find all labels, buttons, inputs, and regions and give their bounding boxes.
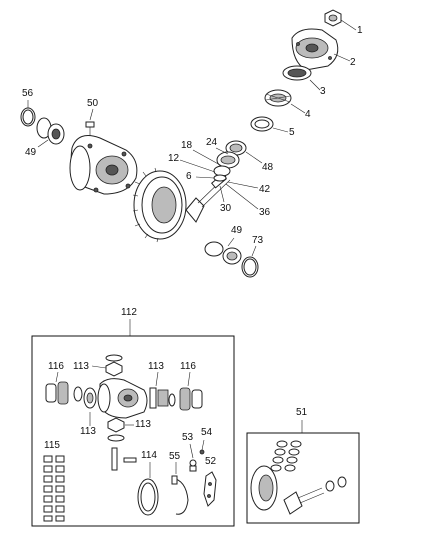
callout-56: 56: [22, 88, 34, 99]
part-4-bearing[interactable]: [264, 89, 292, 107]
callout-5: 5: [289, 127, 295, 138]
part-49-bearing-left[interactable]: [36, 117, 65, 145]
part-24-bearing[interactable]: [216, 151, 240, 169]
callout-113-left: 113: [80, 426, 96, 437]
kit-51-pinion[interactable]: [283, 476, 347, 515]
callout-112: 112: [121, 307, 137, 318]
differential-case[interactable]: [69, 135, 138, 195]
part-116-bearing-left[interactable]: [45, 381, 69, 405]
callout-113-top: 113: [73, 361, 89, 372]
kit-differential-case[interactable]: [97, 378, 148, 419]
part-113-side-gear-bottom[interactable]: [107, 417, 125, 442]
part-49-bearing-right[interactable]: [204, 241, 242, 265]
callout-115: 115: [44, 440, 60, 451]
callout-42: 42: [259, 184, 271, 195]
pinion-gear[interactable]: [185, 173, 231, 223]
part-18-spacer[interactable]: [213, 165, 231, 177]
part-5-bearing-cup[interactable]: [250, 116, 274, 132]
part-113-washer-right[interactable]: [149, 387, 176, 409]
part-53-fitting[interactable]: [189, 459, 197, 472]
callout-3: 3: [320, 86, 326, 97]
part-73-ring[interactable]: [241, 256, 259, 278]
callout-12: 12: [168, 153, 180, 164]
kit-51-box: [246, 432, 360, 524]
callout-50: 50: [87, 98, 99, 109]
part-48-bearing[interactable]: [225, 140, 247, 156]
callout-30: 30: [220, 203, 232, 214]
callout-4: 4: [305, 109, 311, 120]
callout-24: 24: [206, 137, 218, 148]
callout-55: 55: [169, 451, 181, 462]
callout-49-left: 49: [25, 147, 37, 158]
ring-gear[interactable]: [132, 167, 187, 243]
part-6-shim[interactable]: [213, 174, 227, 182]
cross-shaft[interactable]: [111, 447, 137, 471]
callout-54: 54: [201, 427, 213, 438]
part-54-screw[interactable]: [199, 449, 205, 455]
callout-116-right: 116: [180, 361, 196, 372]
callout-1: 1: [357, 25, 363, 36]
kit-51-shims[interactable]: [270, 440, 302, 472]
callout-73: 73: [252, 235, 264, 246]
part-1-nut[interactable]: [324, 9, 342, 27]
part-115-bolt-set[interactable]: [43, 455, 65, 522]
callout-113-right: 113: [148, 361, 164, 372]
kit-112-box: [31, 335, 235, 527]
part-56-ring[interactable]: [20, 107, 36, 127]
callout-113-bottom: 113: [135, 419, 151, 430]
callout-2: 2: [350, 57, 356, 68]
callout-36: 36: [259, 207, 271, 218]
callout-53: 53: [182, 432, 194, 443]
callout-48: 48: [262, 162, 274, 173]
callout-52: 52: [205, 456, 217, 467]
part-52-bracket[interactable]: [203, 471, 217, 507]
callout-18: 18: [181, 140, 193, 151]
callout-114: 114: [141, 450, 157, 461]
kit-51-ring-gear[interactable]: [250, 465, 278, 511]
part-113-side-gear-top[interactable]: [105, 354, 123, 377]
part-114-ring[interactable]: [137, 478, 159, 516]
part-2-housing[interactable]: [291, 28, 339, 71]
callout-51: 51: [296, 407, 308, 418]
callout-49-right: 49: [231, 225, 243, 236]
callout-116-left: 116: [48, 361, 64, 372]
part-55-clip[interactable]: [171, 475, 189, 515]
callout-6: 6: [186, 171, 192, 182]
part-113-washer-left[interactable]: [73, 386, 97, 409]
part-3-seal[interactable]: [282, 65, 312, 81]
part-116-bearing-right[interactable]: [179, 387, 203, 411]
